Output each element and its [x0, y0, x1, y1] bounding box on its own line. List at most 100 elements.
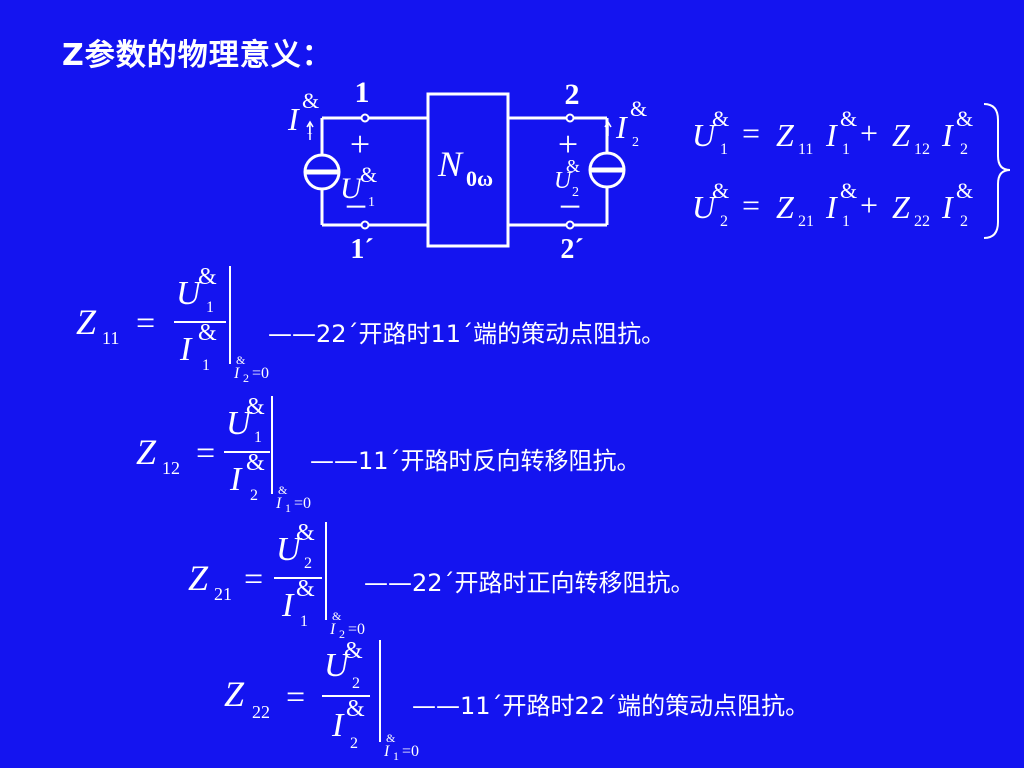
current-i1-dot: &: [302, 88, 319, 113]
eq2-i2: I: [941, 189, 954, 225]
z-parameter-equations: U & 1 = Z 11 I & 1 + Z 12 I & 2 U & 2 = …: [692, 103, 1011, 239]
svg-text:2: 2: [350, 735, 358, 752]
svg-text:1: 1: [254, 429, 262, 446]
svg-text:Z: Z: [76, 302, 97, 342]
svg-text:1: 1: [300, 613, 308, 630]
svg-text:2: 2: [339, 627, 345, 641]
svg-text:&: &: [246, 450, 265, 476]
svg-text:I: I: [179, 331, 193, 368]
network-box: [426, 92, 510, 248]
port1-bottom-label: 1´: [350, 234, 373, 265]
eq2-lhs: U: [692, 189, 717, 225]
svg-text:2: 2: [352, 675, 360, 692]
port2-minus-sign: −: [559, 184, 582, 229]
eq2-equals: =: [742, 187, 760, 223]
svg-text:&: &: [332, 609, 342, 623]
svg-text:1: 1: [393, 749, 399, 763]
voltage-u2-dot: &: [566, 156, 580, 176]
voltage-u1-symbol: U: [340, 172, 364, 205]
voltage-u1-sub: 1: [368, 195, 375, 210]
voltage-u2-symbol: U: [554, 168, 573, 194]
svg-text:U: U: [276, 531, 303, 568]
eq2-lhs-sub: 2: [720, 213, 728, 230]
eq2-i1: I: [825, 189, 838, 225]
svg-text:11: 11: [102, 328, 119, 348]
svg-text:&: &: [278, 483, 288, 497]
definition-z11-note: ——22´开路时11´端的策动点阻抗。: [268, 320, 666, 348]
eq1-equals: =: [742, 115, 760, 151]
svg-text:2: 2: [250, 487, 258, 504]
svg-text:=0: =0: [402, 743, 419, 760]
svg-text:&: &: [386, 731, 396, 745]
current-i1-sub: 1: [306, 123, 313, 138]
svg-text:&: &: [956, 106, 973, 131]
svg-text:&: &: [840, 178, 857, 203]
definition-z22-note: ——11´开路时22´端的策动点阻抗。: [412, 692, 810, 720]
terminal-2p-icon: [565, 220, 575, 230]
terminal-1p-icon: [360, 220, 370, 230]
terminal-1-icon: [360, 113, 370, 123]
definition-z12: Z 12 = U & 1 I & 2 I & 1 =0: [136, 394, 311, 515]
svg-text:I: I: [229, 461, 243, 498]
current-i1-symbol: I: [287, 101, 300, 137]
voltage-u2-sub: 2: [572, 185, 579, 200]
eq1-lhs: U: [692, 117, 717, 153]
svg-text:22: 22: [252, 702, 270, 722]
eq1-i2-sub: 2: [960, 141, 968, 158]
definition-z12-note: ——11´开路时反向转移阻抗。: [310, 447, 641, 475]
eq1-i1: I: [825, 117, 838, 153]
svg-text:&: &: [198, 264, 217, 290]
svg-text:&: &: [246, 394, 265, 420]
eq1-z2-sub: 12: [914, 141, 930, 158]
svg-text:&: &: [344, 638, 363, 664]
eq2-z2-sub: 22: [914, 213, 930, 230]
current-i2-sub: 2: [632, 135, 639, 150]
svg-text:=0: =0: [294, 495, 311, 512]
svg-text:=0: =0: [348, 621, 365, 638]
svg-text:=: =: [196, 435, 215, 472]
network-label: N: [437, 144, 464, 184]
svg-text:&: &: [296, 576, 315, 602]
eq1-i1-sub: 1: [842, 141, 850, 158]
svg-text:I: I: [281, 587, 295, 624]
definition-z21-note: ——22´开路时正向转移阻抗。: [364, 569, 695, 597]
definition-z22: Z 22 = U & 2 I & 2 I & 1 =0: [224, 638, 419, 763]
terminal-2-icon: [565, 113, 575, 123]
svg-text:Z: Z: [136, 432, 157, 472]
port2-bottom-label: 2´: [560, 234, 583, 265]
svg-text:1: 1: [285, 501, 291, 515]
eq2-i1-sub: 1: [842, 213, 850, 230]
svg-text:Z: Z: [188, 558, 209, 598]
svg-text:12: 12: [162, 458, 180, 478]
svg-text:=0: =0: [252, 365, 269, 382]
current-i2-dot: &: [630, 96, 647, 121]
slide-title: Z参数的物理意义：: [62, 38, 333, 73]
svg-text:&: &: [840, 106, 857, 131]
svg-text:&: &: [712, 106, 729, 131]
two-port-circuit-diagram: 1 1´ 2 2´ N 0ω + − + − I & 1 U & 1 U & 2…: [287, 76, 647, 265]
eq1-z2: Z: [892, 117, 911, 153]
svg-text:I: I: [329, 621, 336, 638]
eq2-plus: +: [860, 187, 878, 223]
current-i2-symbol: I: [615, 109, 628, 145]
right-brace-icon: [983, 103, 1011, 239]
definition-z11: Z 11 + = U & 1 I & 1 I & 2 =0: [76, 264, 269, 385]
network-subscript: 0ω: [466, 166, 493, 191]
svg-text:Z: Z: [224, 674, 245, 714]
port2-top-label: 2: [565, 78, 580, 111]
eq2-z1: Z: [776, 189, 795, 225]
svg-text:=: =: [286, 679, 305, 716]
svg-text:=: =: [136, 305, 155, 342]
eq1-plus: +: [860, 115, 878, 151]
svg-text:1: 1: [206, 299, 214, 316]
eq1-lhs-sub: 1: [720, 141, 728, 158]
eq2-z2: Z: [892, 189, 911, 225]
definition-z21: Z 21 = U & 2 I & 1 I & 2 =0: [188, 520, 365, 641]
svg-text:I: I: [331, 707, 345, 744]
svg-text:=: =: [244, 561, 263, 598]
svg-text:I: I: [383, 743, 390, 760]
svg-text:&: &: [346, 696, 365, 722]
svg-text:I: I: [233, 365, 240, 382]
svg-text:U: U: [324, 647, 351, 684]
port2-plus-sign: +: [558, 124, 578, 164]
